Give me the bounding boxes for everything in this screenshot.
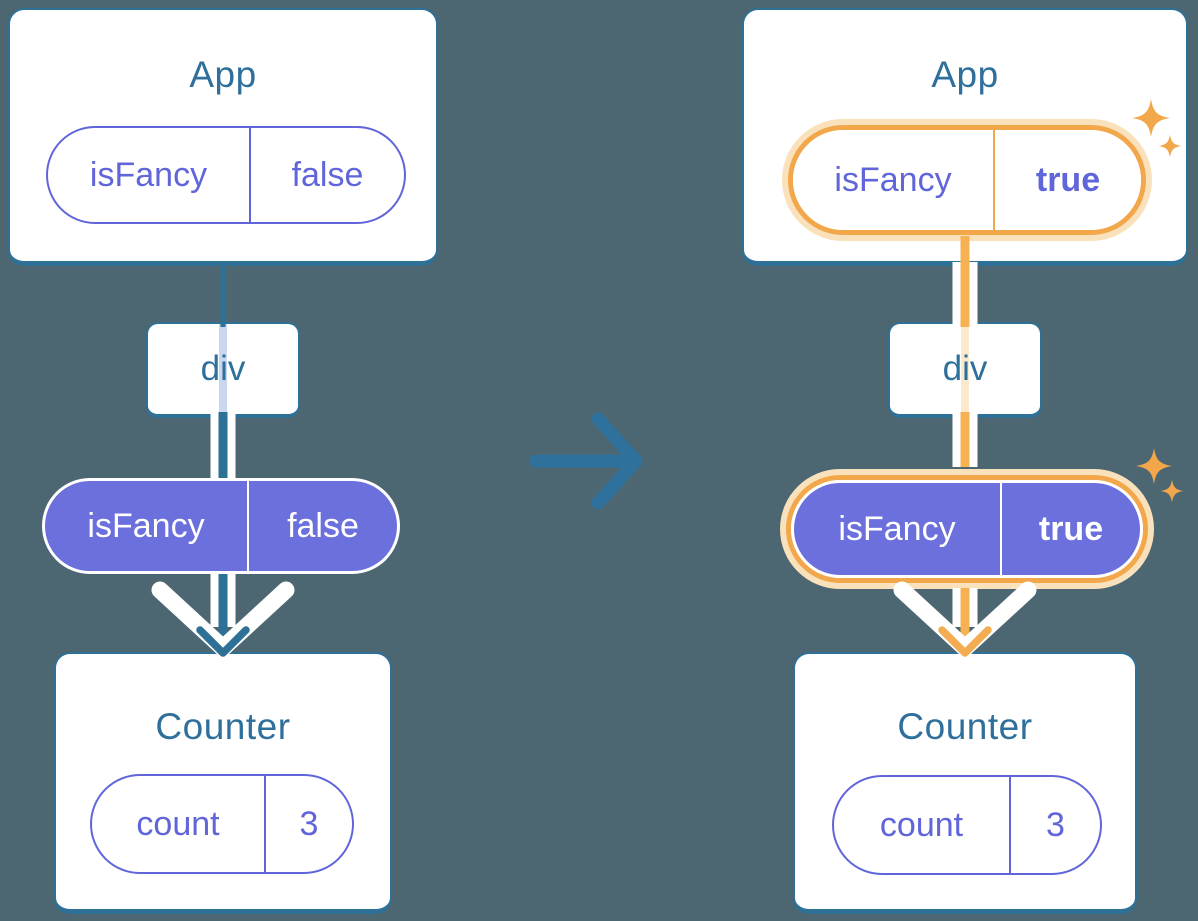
white-chevron-icon: [893, 581, 1037, 657]
after-div-card: div: [888, 322, 1042, 418]
prop-name: isFancy: [838, 509, 956, 548]
after-div-label: div: [942, 349, 988, 388]
after-tree-edges: [893, 236, 1037, 657]
before-counter-title: Counter: [155, 706, 291, 747]
after-app-state-highlight: isFancy true: [788, 125, 1146, 235]
state-name: isFancy: [834, 160, 952, 199]
prop-value: false: [247, 481, 397, 571]
blue-arrowhead-icon: [196, 626, 250, 657]
before-div-label: div: [200, 349, 246, 388]
after-prop-highlight: isFancy true: [786, 475, 1148, 583]
before-prop-pill: isFancy false: [42, 478, 400, 574]
after-counter-title: Counter: [897, 706, 1033, 747]
sparkle-icon: [1136, 448, 1184, 503]
state-name: count: [136, 804, 220, 843]
state-name: count: [879, 805, 964, 844]
state-value: false: [249, 128, 404, 222]
after-counter-card: Counter count 3: [793, 652, 1137, 914]
after-app-title: App: [931, 54, 999, 95]
after-app-card: App isFancy true: [742, 8, 1188, 266]
prop-name: isFancy: [87, 506, 205, 545]
before-counter-card: Counter count 3: [54, 652, 392, 914]
before-counter-state-pill: count 3: [90, 774, 354, 874]
state-value: true: [993, 130, 1141, 230]
before-app-title: App: [189, 54, 257, 95]
before-div-card: div: [146, 322, 300, 418]
prop-value: true: [1000, 483, 1140, 575]
after-counter-state-pill: count 3: [832, 775, 1102, 875]
state-value: 3: [1009, 777, 1100, 873]
transition-arrow-icon: [529, 412, 643, 510]
before-app-state-pill: isFancy false: [46, 126, 406, 224]
after-app-state-pill: isFancy true: [793, 130, 1141, 230]
state-value: 3: [264, 776, 352, 872]
before-app-card: App isFancy false: [8, 8, 438, 266]
orange-arrowhead-icon: [938, 626, 992, 657]
state-name: isFancy: [89, 155, 208, 194]
white-chevron-icon: [151, 581, 295, 657]
after-prop-pill: isFancy true: [791, 480, 1143, 578]
before-tree-edges: [151, 262, 295, 657]
